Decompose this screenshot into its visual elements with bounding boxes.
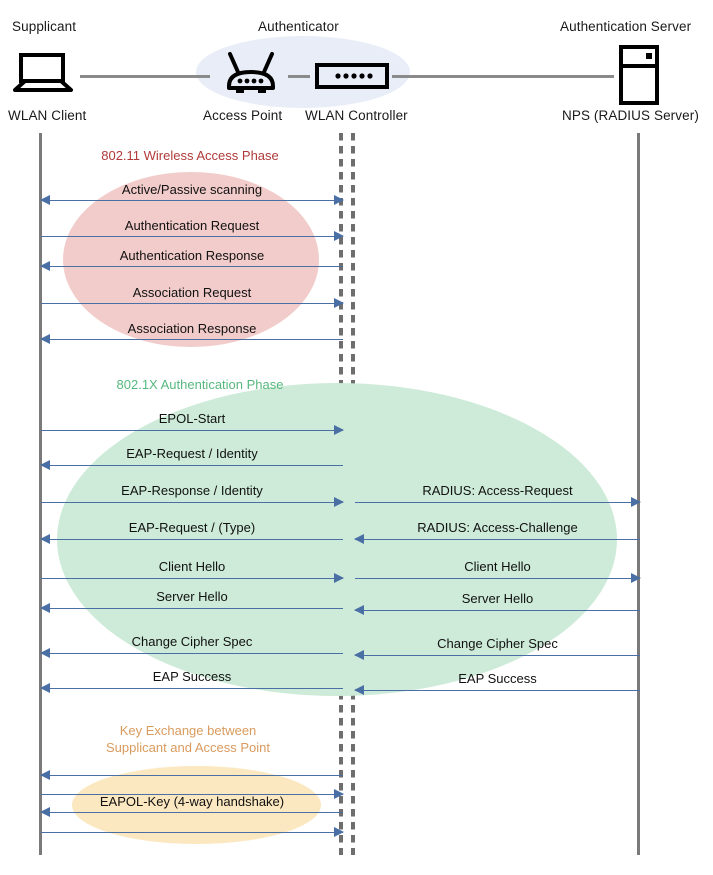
message-label: RADIUS: Access-Request [422, 483, 573, 498]
arrow-shaft [41, 812, 343, 813]
message-label: EAP-Request / Identity [126, 446, 258, 461]
actor-name-nps-server: NPS (RADIUS Server) [562, 108, 699, 123]
arrow-shaft [41, 775, 343, 776]
arrowhead-left-icon [40, 770, 50, 780]
arrowhead-right-icon [631, 573, 641, 583]
actor-name-access-point: Access Point [203, 108, 283, 123]
wlan-controller-icon [314, 62, 390, 95]
message-label: Authentication Response [119, 248, 265, 263]
arrowhead-right-icon [334, 231, 344, 241]
arrowhead-right-icon [334, 789, 344, 799]
actor-role-authenticator: Authenticator [258, 19, 339, 34]
message-label: Association Request [132, 285, 252, 300]
arrow-shaft [41, 653, 343, 654]
actor-role-supplicant: Supplicant [12, 19, 77, 34]
arrowhead-left-icon [40, 683, 50, 693]
actor-name-wlan-controller: WLAN Controller [305, 108, 408, 123]
arrowhead-left-icon [40, 603, 50, 613]
wire-controller-server [392, 75, 614, 78]
arrow-shaft [41, 539, 343, 540]
actor-name-wlan-client: WLAN Client [8, 108, 87, 123]
access-point-icon [216, 50, 286, 101]
arrow-shaft [41, 303, 343, 304]
arrowhead-right-icon [631, 497, 641, 507]
message-label: Authentication Request [124, 218, 260, 233]
arrowhead-left-icon [354, 534, 364, 544]
message-label: Server Hello [156, 589, 228, 604]
arrow-shaft [355, 539, 640, 540]
phase-blob-80211 [63, 172, 319, 347]
arrow-shaft [41, 339, 343, 340]
message-label: EAPOL-Key (4-way handshake) [99, 794, 285, 809]
arrow-shaft [355, 690, 640, 691]
message-label: EAP Success [458, 671, 537, 686]
lifeline-supplicant [39, 133, 42, 855]
arrowhead-left-icon [40, 534, 50, 544]
phase-title-80211: 802.11 Wireless Access Phase [101, 148, 279, 163]
arrowhead-right-icon [334, 497, 344, 507]
phase-title-key-line1: Key Exchange between [119, 723, 257, 738]
message-label: Client Hello [158, 559, 226, 574]
phase-blob-key-exchange [72, 766, 321, 844]
arrowhead-left-icon [40, 648, 50, 658]
message-label: RADIUS: Access-Challenge [417, 520, 578, 535]
message-label: EAP-Request / (Type) [128, 520, 256, 535]
arrow-shaft [41, 430, 343, 431]
message-label: EPOL-Start [158, 411, 226, 426]
arrowhead-left-icon [354, 685, 364, 695]
arrowhead-left-icon [40, 807, 50, 817]
arrowhead-left-icon [40, 460, 50, 470]
arrow-shaft [41, 794, 343, 795]
lifeline-auth-server [637, 133, 640, 855]
arrow-shaft [41, 832, 343, 833]
arrow-shaft [41, 578, 343, 579]
arrowhead-left-icon [354, 605, 364, 615]
wire-client-ap [80, 75, 210, 78]
laptop-icon [12, 52, 74, 99]
arrow-shaft [355, 655, 640, 656]
arrowhead-right-icon [334, 425, 344, 435]
arrowhead-right-icon [334, 827, 344, 837]
arrow-shaft [41, 236, 343, 237]
arrowhead-left-icon [40, 195, 50, 205]
message-label: Client Hello [464, 559, 531, 574]
actor-role-auth-server: Authentication Server [560, 19, 692, 34]
arrow-shaft [41, 465, 343, 466]
message-label: Change Cipher Spec [131, 634, 253, 649]
authenticator-highlight [196, 36, 410, 108]
arrowhead-right-icon [334, 195, 344, 205]
message-label: EAP Success [152, 669, 232, 684]
phase-title-8021x: 802.1X Authentication Phase [116, 377, 284, 392]
message-label: Server Hello [461, 591, 534, 606]
arrowhead-left-icon [354, 650, 364, 660]
wire-ap-controller [288, 75, 310, 78]
arrow-shaft [41, 200, 343, 201]
server-icon [618, 44, 660, 111]
phase-title-key-exchange: Key Exchange between Supplicant and Acce… [106, 722, 270, 756]
message-label: Change Cipher Spec [437, 636, 558, 651]
phase-title-key-line2: Supplicant and Access Point [105, 740, 271, 755]
arrow-shaft [41, 608, 343, 609]
arrow-shaft [41, 266, 343, 267]
message-label: Active/Passive scanning [121, 182, 263, 197]
arrow-shaft [355, 502, 640, 503]
message-label: Association Response [127, 321, 257, 336]
arrowhead-right-icon [334, 298, 344, 308]
arrowhead-right-icon [334, 573, 344, 583]
arrowhead-left-icon [40, 261, 50, 271]
arrow-shaft [41, 502, 343, 503]
message-label: EAP-Response / Identity [121, 483, 263, 498]
arrowhead-left-icon [40, 334, 50, 344]
arrow-shaft [355, 578, 640, 579]
arrow-shaft [41, 688, 343, 689]
arrow-shaft [355, 610, 640, 611]
